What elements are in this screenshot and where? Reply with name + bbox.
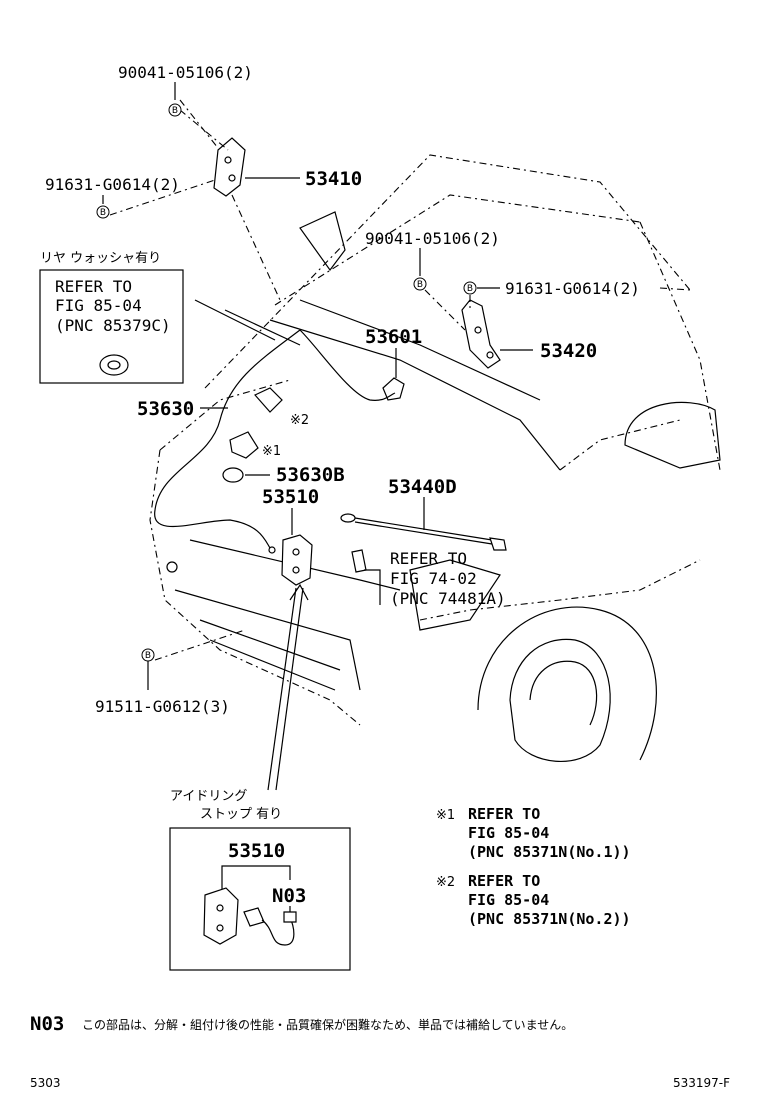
footer-left-id: 5303: [30, 1076, 61, 1090]
bolt-marker-text-2: B: [100, 208, 106, 218]
refer-74-line1: REFER TO: [390, 549, 467, 568]
label-bolt-right-mid: 91631-G0614(2): [505, 279, 640, 298]
footer-code: N03: [30, 1013, 64, 1035]
hinge-left-shape: [213, 137, 246, 197]
inset-code-label: N03: [272, 885, 306, 907]
label-support-rod: 53601: [365, 326, 422, 348]
inset-lock-label: 53510: [228, 840, 285, 862]
bolt-marker-1: [168, 103, 182, 117]
footer-note: この部品は、分解・組付け後の性能・品質確保が困難なため、単品では補給していません…: [82, 1017, 573, 1032]
inset-lock-shape: [203, 887, 239, 945]
label-bolt-left-top: 90041-05106(2): [118, 63, 253, 82]
ref2-line1: REFER TO: [468, 872, 540, 890]
label-bolt-left-mid: 91631-G0614(2): [45, 175, 180, 194]
rear-washer-line3: (PNC 85379C): [55, 316, 171, 335]
bolt-marker-text-5: B: [145, 651, 151, 661]
bolt-marker-text-3: B: [417, 280, 423, 290]
label-cable: 53630: [137, 398, 194, 420]
idling-stop-inset: アイドリング ストップ 有り 53510 N03: [169, 789, 351, 971]
mark-1-label: ※1: [262, 444, 281, 459]
footer-right-id: 533197-F: [673, 1076, 730, 1090]
release-cable-shape: [154, 329, 396, 554]
mark-2-label: ※2: [290, 413, 309, 428]
car-body-outline: [149, 154, 721, 763]
ref1-line2: FIG 85-04: [468, 824, 549, 842]
refer-74-line3: (PNC 74481A): [390, 589, 506, 608]
bolt-marker-text-1: B: [172, 106, 178, 116]
bolt-marker-5: [141, 648, 155, 662]
label-hinge-left: 53410: [305, 168, 362, 190]
rear-washer-box: リヤ ウォッシャ有り REFER TO FIG 85-04 (PNC 85379…: [39, 251, 184, 384]
footer: N03 この部品は、分解・組付け後の性能・品質確保が困難なため、単品では補給して…: [30, 1013, 730, 1090]
bolt-markers: B B B B B: [96, 103, 477, 662]
bolt-marker-3: [413, 277, 427, 291]
rear-washer-line1: REFER TO: [55, 277, 132, 296]
inset-title-line1: アイドリング: [170, 789, 247, 804]
rear-washer-line2: FIG 85-04: [55, 296, 142, 315]
ref1-line1: REFER TO: [468, 805, 540, 823]
ref2-line3: (PNC 85371N(No.2)): [468, 910, 631, 928]
support-rod-clip-shape: [382, 377, 405, 401]
bolt-marker-text-4: B: [467, 284, 473, 294]
reference-note-2: ※2 REFER TO FIG 85-04 (PNC 85371N(No.2)): [436, 872, 631, 928]
clip-parts: [222, 387, 283, 483]
rear-washer-title: リヤ ウォッシャ有り: [40, 251, 161, 266]
label-lock: 53510: [262, 486, 319, 508]
hood-lock-shape: [281, 534, 313, 586]
ref1-line3: (PNC 85371N(No.1)): [468, 843, 631, 861]
inset-title-line2: ストップ 有り: [200, 807, 282, 822]
label-hinge-right: 53420: [540, 340, 597, 362]
bolt-marker-2: [96, 205, 110, 219]
hinge-right-shape: [461, 299, 501, 369]
ref2-line2: FIG 85-04: [468, 891, 549, 909]
leader-lines: [102, 82, 691, 791]
ref1-mark: ※1: [436, 808, 455, 823]
refer-74-line2: FIG 74-02: [390, 569, 477, 588]
label-clip: 53630B: [276, 464, 345, 486]
label-rod: 53440D: [388, 476, 457, 498]
refer-fig-74: REFER TO FIG 74-02 (PNC 74481A): [390, 549, 506, 608]
label-bolt-right-top: 90041-05106(2): [365, 229, 500, 248]
label-bolt-bottom: 91511-G0612(3): [95, 697, 230, 716]
reference-note-1: ※1 REFER TO FIG 85-04 (PNC 85371N(No.1)): [436, 805, 631, 861]
washer-nozzle-shape: [99, 354, 129, 376]
sensor-connector-shape: [351, 549, 367, 573]
inset-harness-shape: [243, 907, 297, 946]
ref2-mark: ※2: [436, 875, 455, 890]
bolt-marker-4: [463, 281, 477, 295]
